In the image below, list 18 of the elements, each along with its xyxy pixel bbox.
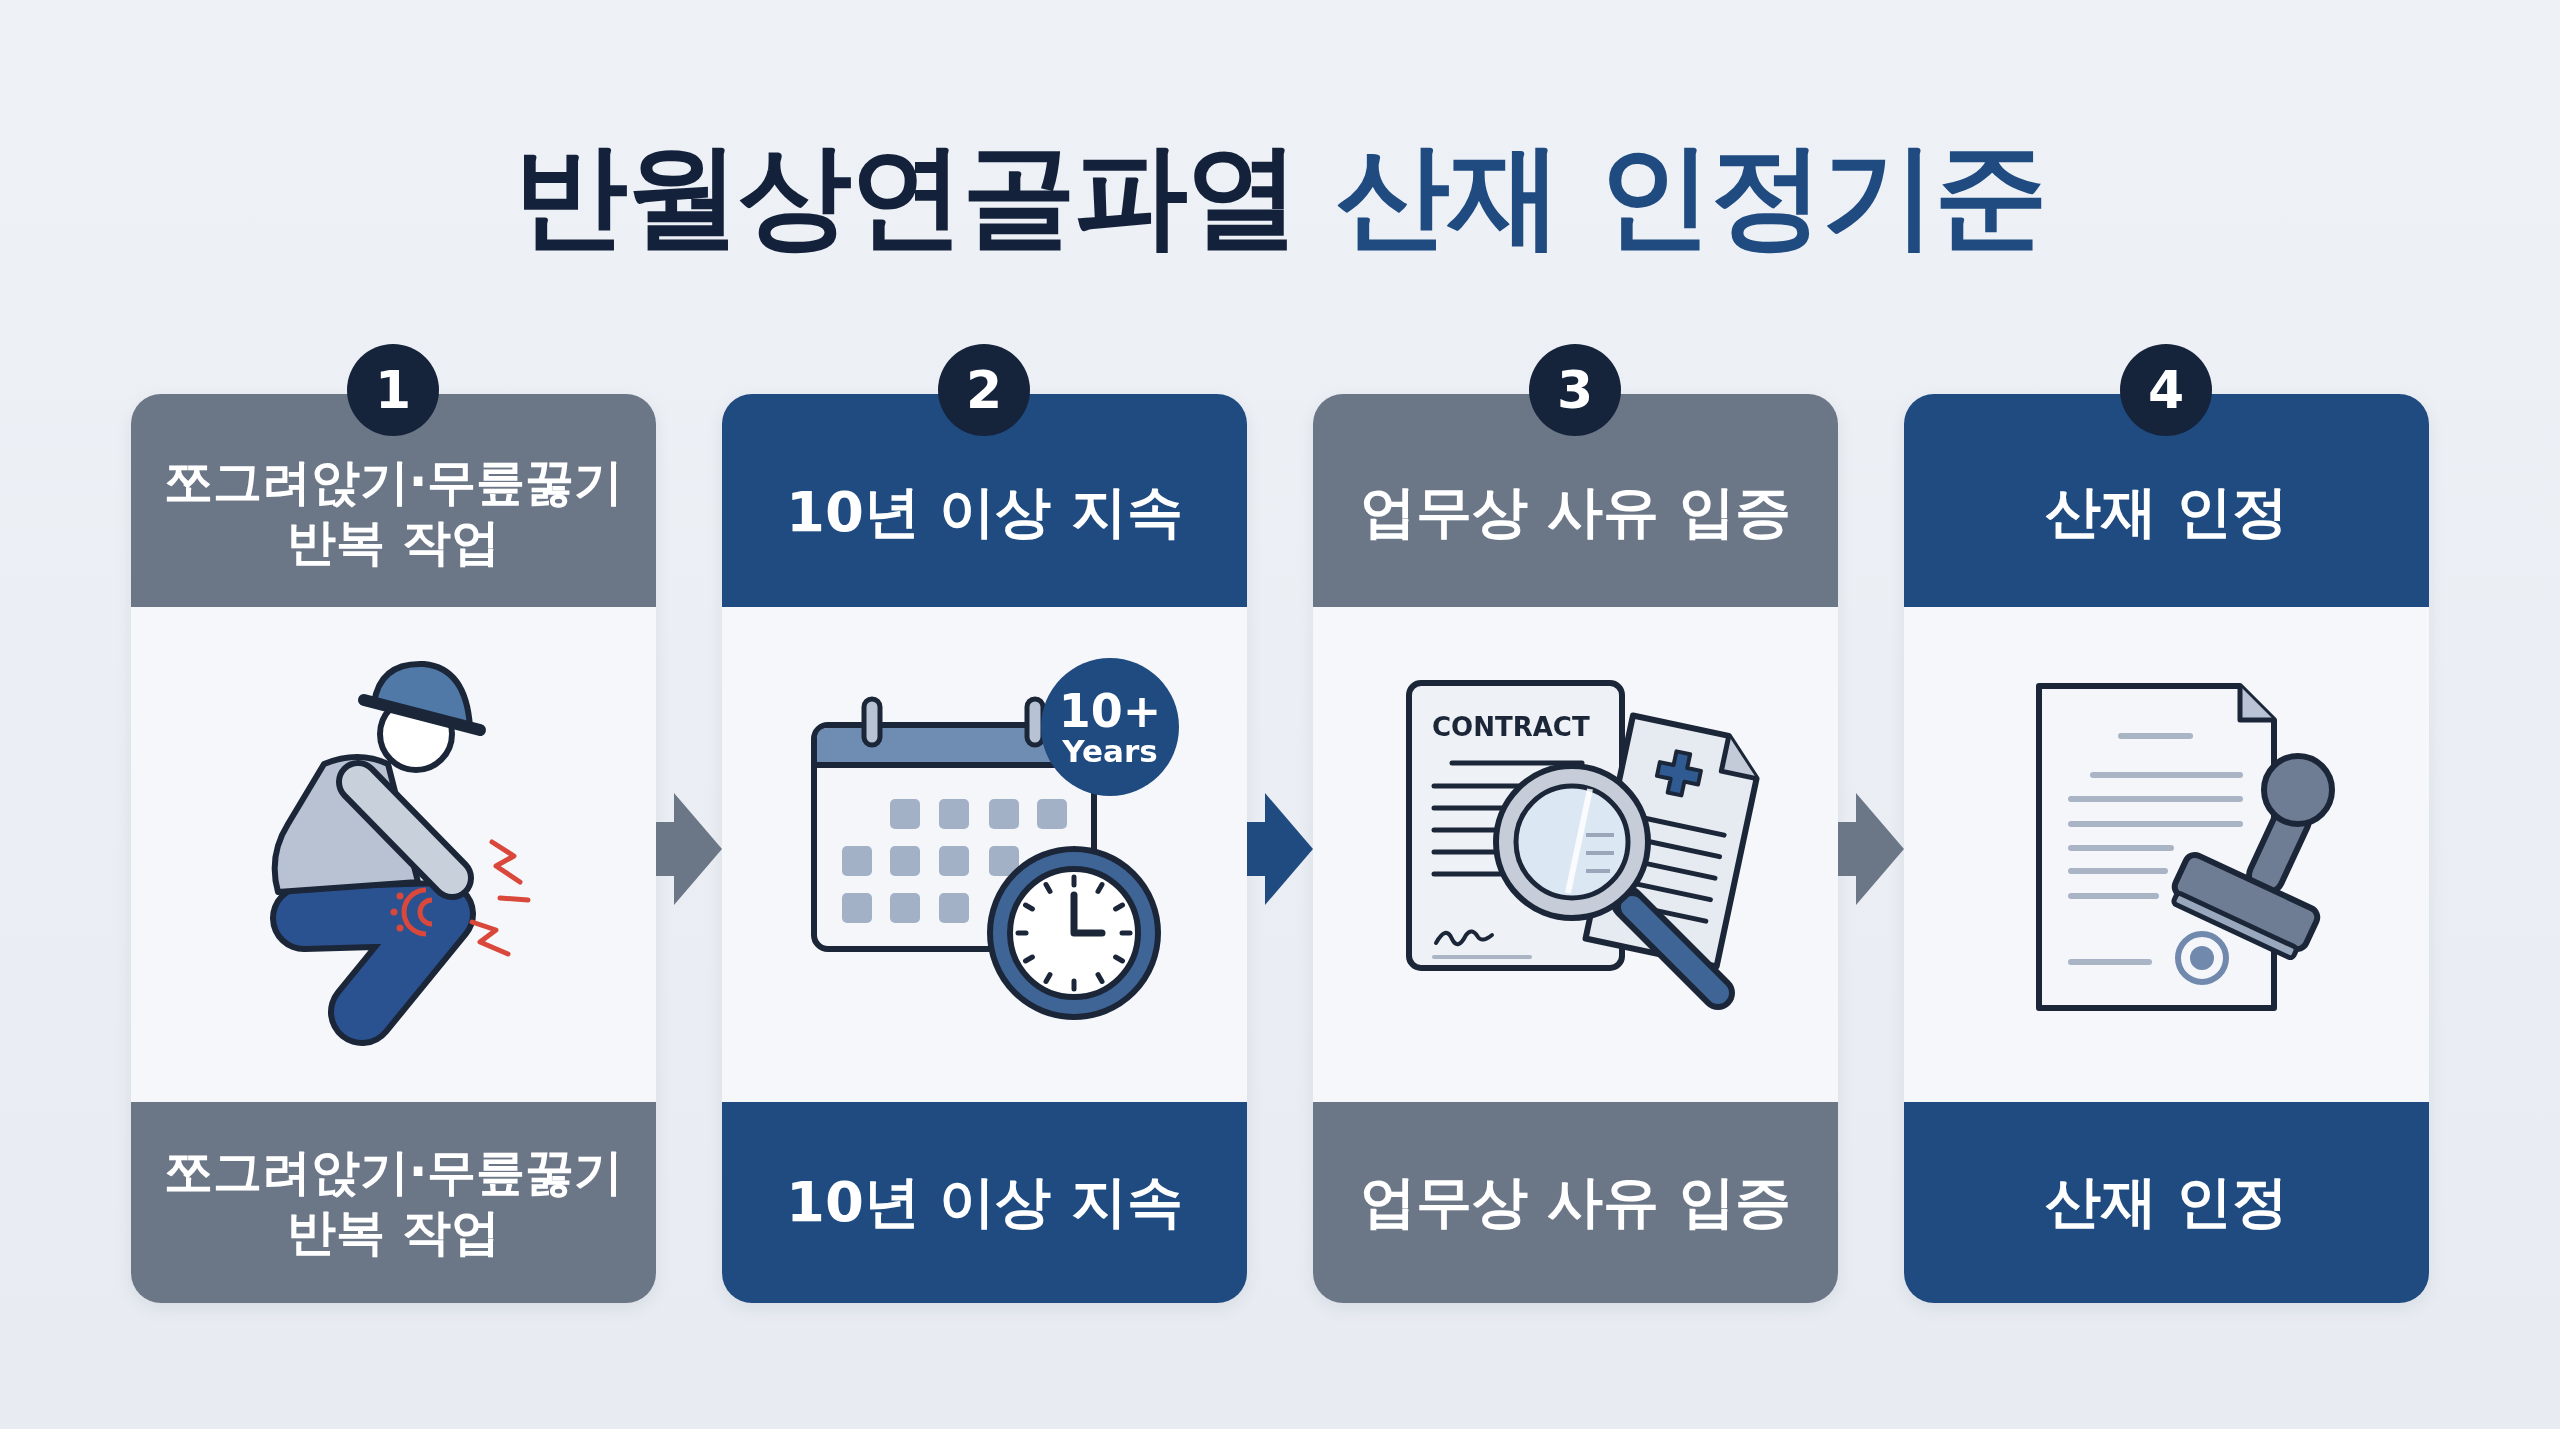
page-title: 반월상연골파열 산재 인정기준 [514, 128, 2046, 264]
step-heading: 업무상 사유 입증 [1360, 478, 1791, 547]
arrow [1838, 793, 1904, 905]
step-heading: 쪼그려앉기·무릎꿇기 반복 작업 [162, 452, 625, 573]
step-number-badge: 3 [1529, 344, 1621, 436]
step-summary: 쪼그려앉기·무릎꿇기 반복 작업 [162, 1142, 625, 1263]
years-badge: 10+ Years [1041, 658, 1179, 796]
step-summary: 산재 인정 [2044, 1168, 2289, 1237]
document-heading-text: CONTRACT [1432, 712, 1590, 742]
step-number-badge: 1 [347, 344, 439, 436]
arrow [1247, 793, 1313, 905]
step-heading: 10년 이상 지속 [786, 478, 1183, 547]
arrow [656, 793, 722, 905]
step-heading: 산재 인정 [2044, 478, 2289, 547]
step-number-badge: 2 [938, 344, 1030, 436]
step-number-badge: 4 [2120, 344, 2212, 436]
step-summary: 10년 이상 지속 [786, 1168, 1183, 1237]
step-summary: 업무상 사유 입증 [1360, 1168, 1791, 1237]
